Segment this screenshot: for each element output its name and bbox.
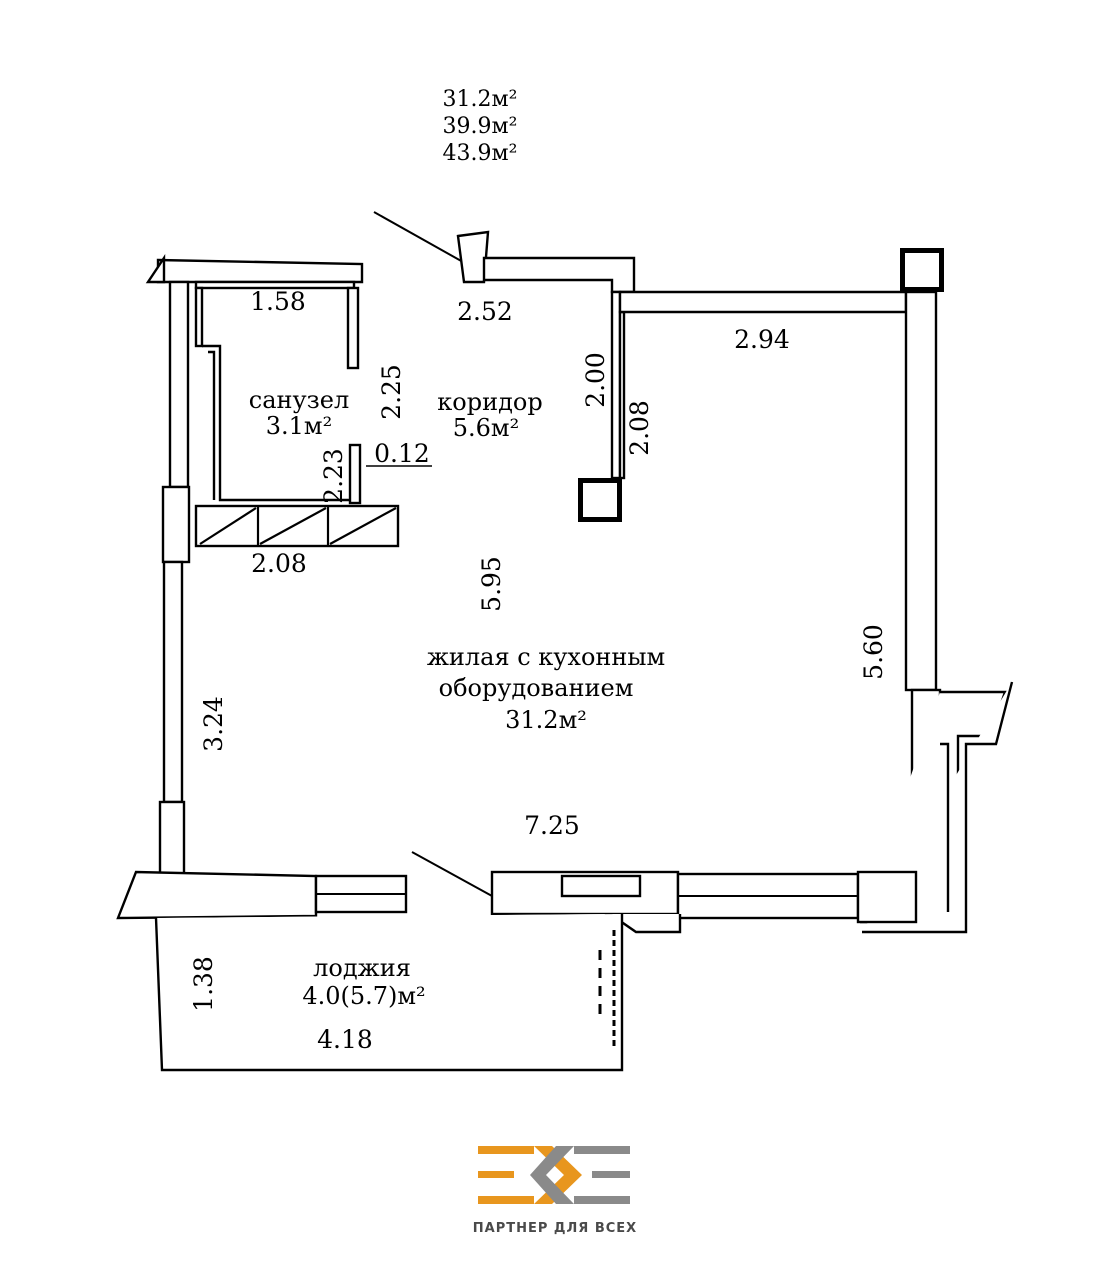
dim-living-height: 5.95 <box>477 556 506 612</box>
dim-corridor-top: 2.52 <box>457 297 513 326</box>
top-wall-corridor <box>482 256 636 294</box>
left-column-lower <box>158 800 186 878</box>
room-labels: санузел 3.1м² коридор 5.6м² жилая с кухо… <box>249 386 665 1010</box>
bath-left-inner <box>194 286 204 348</box>
logo-mark <box>478 1146 630 1204</box>
top-wall-left <box>156 258 364 284</box>
loggia-area: 4.0(5.7)м² <box>302 982 425 1010</box>
living-name-line1: жилая с кухонным <box>427 643 665 671</box>
top-right-column-inner <box>905 253 939 287</box>
dim-bath-bottom: 2.08 <box>251 549 307 578</box>
bath-inner-contour-2 <box>208 350 216 500</box>
bottom-wall-niche <box>560 874 642 898</box>
bottom-right-column <box>856 870 918 924</box>
bath-right-wall-lower <box>348 443 362 505</box>
left-wall-upper <box>168 280 190 489</box>
dim-living-width: 7.25 <box>524 811 580 840</box>
bath-top-inner <box>194 280 356 290</box>
bathroom-name: санузел <box>249 386 349 414</box>
dim-left-height: 3.24 <box>199 696 228 752</box>
dim-bath-lower: 2.23 <box>319 448 348 504</box>
bottom-wall-left <box>116 870 318 920</box>
dim-right-height: 5.60 <box>859 624 888 680</box>
corridor-right-wall-inner <box>618 310 626 480</box>
dim-niche-side: 2.08 <box>625 400 654 456</box>
balcony-door-swing <box>411 851 493 897</box>
dim-loggia-height: 1.38 <box>189 956 218 1012</box>
dim-wall-thickness: 0.12 <box>374 439 430 468</box>
bathroom-area: 3.1м² <box>266 412 332 440</box>
living-area: 31.2м² <box>505 706 587 734</box>
entrance-door-swing <box>373 211 464 263</box>
dim-bath-top: 1.58 <box>250 287 306 316</box>
dim-bath-height: 2.25 <box>377 364 406 420</box>
dim-living-top: 2.94 <box>734 325 790 354</box>
area-summary: 31.2м² 39.9м² 43.9м² <box>443 87 518 166</box>
corridor-name: коридор <box>437 388 542 416</box>
area-without-loggia: 39.9м² <box>443 114 518 139</box>
entrance-pillar <box>456 230 490 284</box>
bath-inner-contour <box>202 344 350 502</box>
dimensions: 1.58 2.52 2.94 2.25 2.00 2.08 2.23 0.12 … <box>189 287 888 1054</box>
corridor-right-wall <box>610 290 622 480</box>
total-area: 43.9м² <box>443 141 518 166</box>
hatched-shaft <box>194 504 400 548</box>
left-column <box>161 485 191 564</box>
left-wall-middle <box>162 560 184 804</box>
loggia-name: лоджия <box>313 954 411 982</box>
wall-end-left <box>145 254 166 284</box>
walls <box>116 211 1014 1072</box>
dim-niche-height: 2.00 <box>581 352 610 408</box>
living-name-line2: оборудованием <box>439 674 634 702</box>
bath-right-wall-upper <box>346 286 360 370</box>
dim-loggia-width: 4.18 <box>317 1025 373 1054</box>
right-wall-upper <box>904 290 938 692</box>
corridor-area: 5.6м² <box>453 414 519 442</box>
logo-text: ПАРТНЕР ДЛЯ ВСЕХ <box>473 1221 637 1236</box>
company-logo: ПАРТНЕР ДЛЯ ВСЕХ <box>473 1146 637 1236</box>
loggia-outer <box>154 914 624 1072</box>
top-wall-living <box>618 290 908 314</box>
column-inner <box>583 483 617 517</box>
living-area-total: 31.2м² <box>443 87 518 112</box>
right-balcony-outline-2 <box>862 681 1014 934</box>
right-balcony-inner <box>940 742 950 912</box>
